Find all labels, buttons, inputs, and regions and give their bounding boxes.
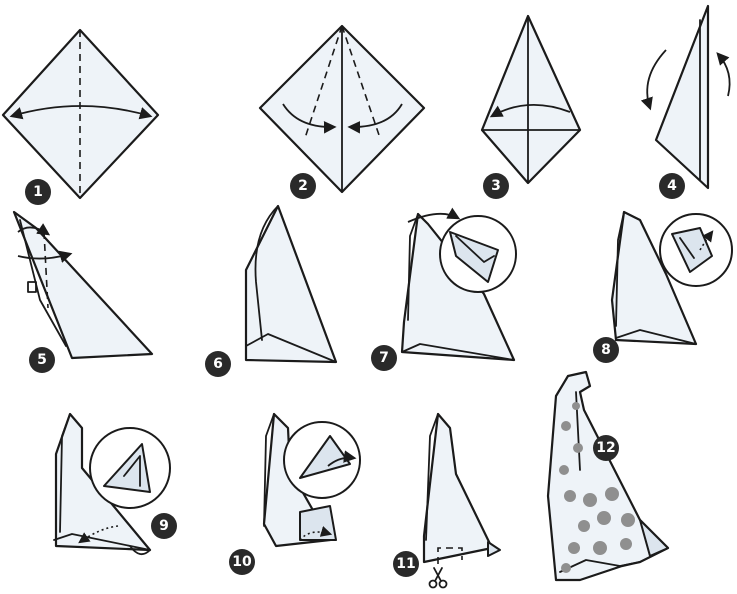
step-badge: 8 (593, 337, 619, 363)
svg-text:3: 3 (491, 178, 501, 194)
step-badge: 10 (229, 549, 255, 575)
svg-text:4: 4 (667, 178, 677, 194)
svg-text:2: 2 (298, 178, 308, 194)
svg-text:6: 6 (213, 356, 223, 372)
step-9-diagram (53, 412, 171, 556)
step-1-diagram (1, 28, 160, 200)
step-badge: 9 (151, 513, 177, 539)
step-3-diagram (480, 14, 582, 185)
svg-text:8: 8 (601, 342, 611, 358)
svg-text:7: 7 (379, 350, 389, 366)
step-7-diagram (400, 207, 517, 362)
step-badge: 4 (659, 173, 685, 199)
step-4-diagram (640, 4, 731, 190)
step-badge: 6 (205, 351, 231, 377)
svg-text:12: 12 (596, 440, 615, 456)
step-2-diagram (258, 24, 426, 194)
step-badge: 1 (25, 179, 51, 205)
scissors-icon (428, 567, 448, 589)
step-badge: 11 (393, 551, 419, 577)
svg-text:11: 11 (396, 556, 415, 572)
svg-text:5: 5 (37, 352, 47, 368)
step-6-diagram (244, 204, 338, 364)
svg-text:9: 9 (159, 518, 169, 534)
svg-text:10: 10 (232, 554, 252, 570)
step-11-diagram (422, 412, 501, 589)
step-badge: 2 (290, 173, 316, 199)
step-12-finished-giraffe (546, 370, 670, 582)
svg-text:1: 1 (33, 184, 43, 200)
step-5-diagram (12, 210, 154, 360)
step-8-diagram (610, 210, 733, 346)
step-badge: 12 (593, 435, 619, 461)
giraffe-spots (559, 402, 635, 573)
step-10-diagram (262, 412, 361, 548)
step-badge: 7 (371, 345, 397, 371)
step-badge: 3 (483, 173, 509, 199)
step-badge: 5 (29, 347, 55, 373)
